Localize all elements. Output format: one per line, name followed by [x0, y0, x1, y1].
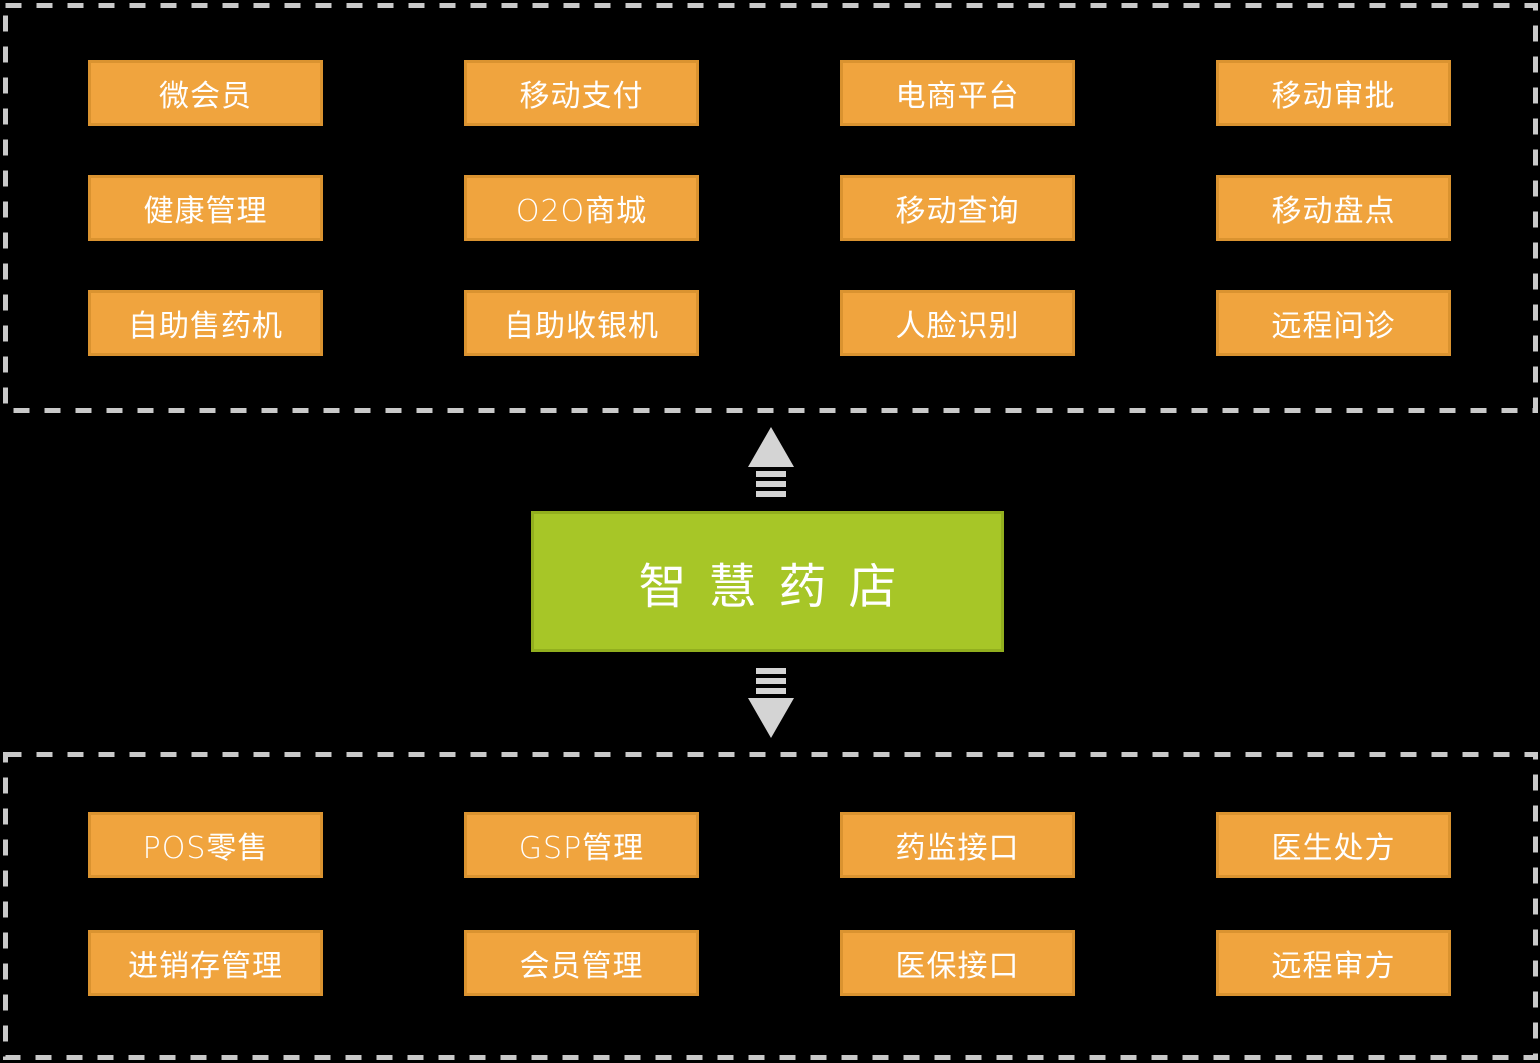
module-box: 移动查询	[840, 175, 1075, 241]
module-box: 移动审批	[1216, 60, 1451, 126]
module-label: 自助收银机	[504, 309, 659, 344]
module-box: GSP管理	[464, 812, 699, 878]
module-label: 健康管理	[143, 194, 268, 229]
core-box: 智慧药店	[531, 511, 1004, 652]
bottom-panel-dashed-border	[3, 752, 1538, 1060]
module-box: 会员管理	[464, 930, 699, 996]
down-arrow-tail-bar	[755, 668, 786, 674]
module-label: 药监接口	[895, 831, 1020, 866]
up-arrow-tail-bar	[755, 481, 786, 487]
module-label: 微会员	[159, 79, 252, 114]
module-label: POS零售	[142, 831, 269, 866]
module-box: 远程审方	[1216, 930, 1451, 996]
up-arrow-tail-bar	[755, 471, 786, 477]
module-box: 自助售药机	[88, 290, 323, 356]
module-box: 健康管理	[88, 175, 323, 241]
module-box: 药监接口	[840, 812, 1075, 878]
bottom-modules-panel: POS零售 GSP管理 药监接口 医生处方 进销存管理 会员管理 医保接口 远程…	[3, 752, 1538, 1060]
top-module-grid: 微会员 移动支付 电商平台 移动审批 健康管理 O2O商城 移动查询 移动盘点 …	[88, 60, 1451, 356]
module-box: 医保接口	[840, 930, 1075, 996]
down-arrow-head	[747, 698, 794, 738]
module-box: 远程问诊	[1216, 290, 1451, 356]
module-label: O2O商城	[515, 194, 648, 229]
module-box: 移动支付	[464, 60, 699, 126]
module-label: 自助售药机	[128, 309, 283, 344]
module-label: 远程问诊	[1271, 309, 1396, 344]
top-modules-panel: 微会员 移动支付 电商平台 移动审批 健康管理 O2O商城 移动查询 移动盘点 …	[3, 3, 1538, 413]
core-label: 智慧药店	[638, 558, 919, 615]
module-label: 医生处方	[1271, 831, 1396, 866]
module-label: 医保接口	[895, 949, 1020, 984]
up-arrow-tail-bar	[755, 491, 786, 497]
bottom-module-grid: POS零售 GSP管理 药监接口 医生处方 进销存管理 会员管理 医保接口 远程…	[88, 812, 1451, 996]
module-box: 医生处方	[1216, 812, 1451, 878]
module-label: 远程审方	[1271, 949, 1396, 984]
module-box: 人脸识别	[840, 290, 1075, 356]
module-label: 人脸识别	[895, 309, 1020, 344]
up-arrow-head	[747, 427, 794, 467]
module-label: 移动审批	[1271, 79, 1396, 114]
module-label: GSP管理	[518, 831, 645, 866]
module-label: 电商平台	[895, 79, 1020, 114]
module-label: 进销存管理	[128, 949, 283, 984]
module-box: O2O商城	[464, 175, 699, 241]
module-label: 移动盘点	[1271, 194, 1396, 229]
down-arrow-tail-bar	[755, 688, 786, 694]
up-arrow-icon	[747, 427, 794, 497]
down-arrow-icon	[747, 668, 794, 738]
module-box: 移动盘点	[1216, 175, 1451, 241]
module-box: 电商平台	[840, 60, 1075, 126]
module-label: 移动支付	[519, 79, 644, 114]
module-box: POS零售	[88, 812, 323, 878]
module-label: 移动查询	[895, 194, 1020, 229]
module-box: 进销存管理	[88, 930, 323, 996]
module-box: 微会员	[88, 60, 323, 126]
down-arrow-tail-bar	[755, 678, 786, 684]
module-box: 自助收银机	[464, 290, 699, 356]
top-panel-dashed-border	[3, 3, 1538, 413]
module-label: 会员管理	[519, 949, 644, 984]
